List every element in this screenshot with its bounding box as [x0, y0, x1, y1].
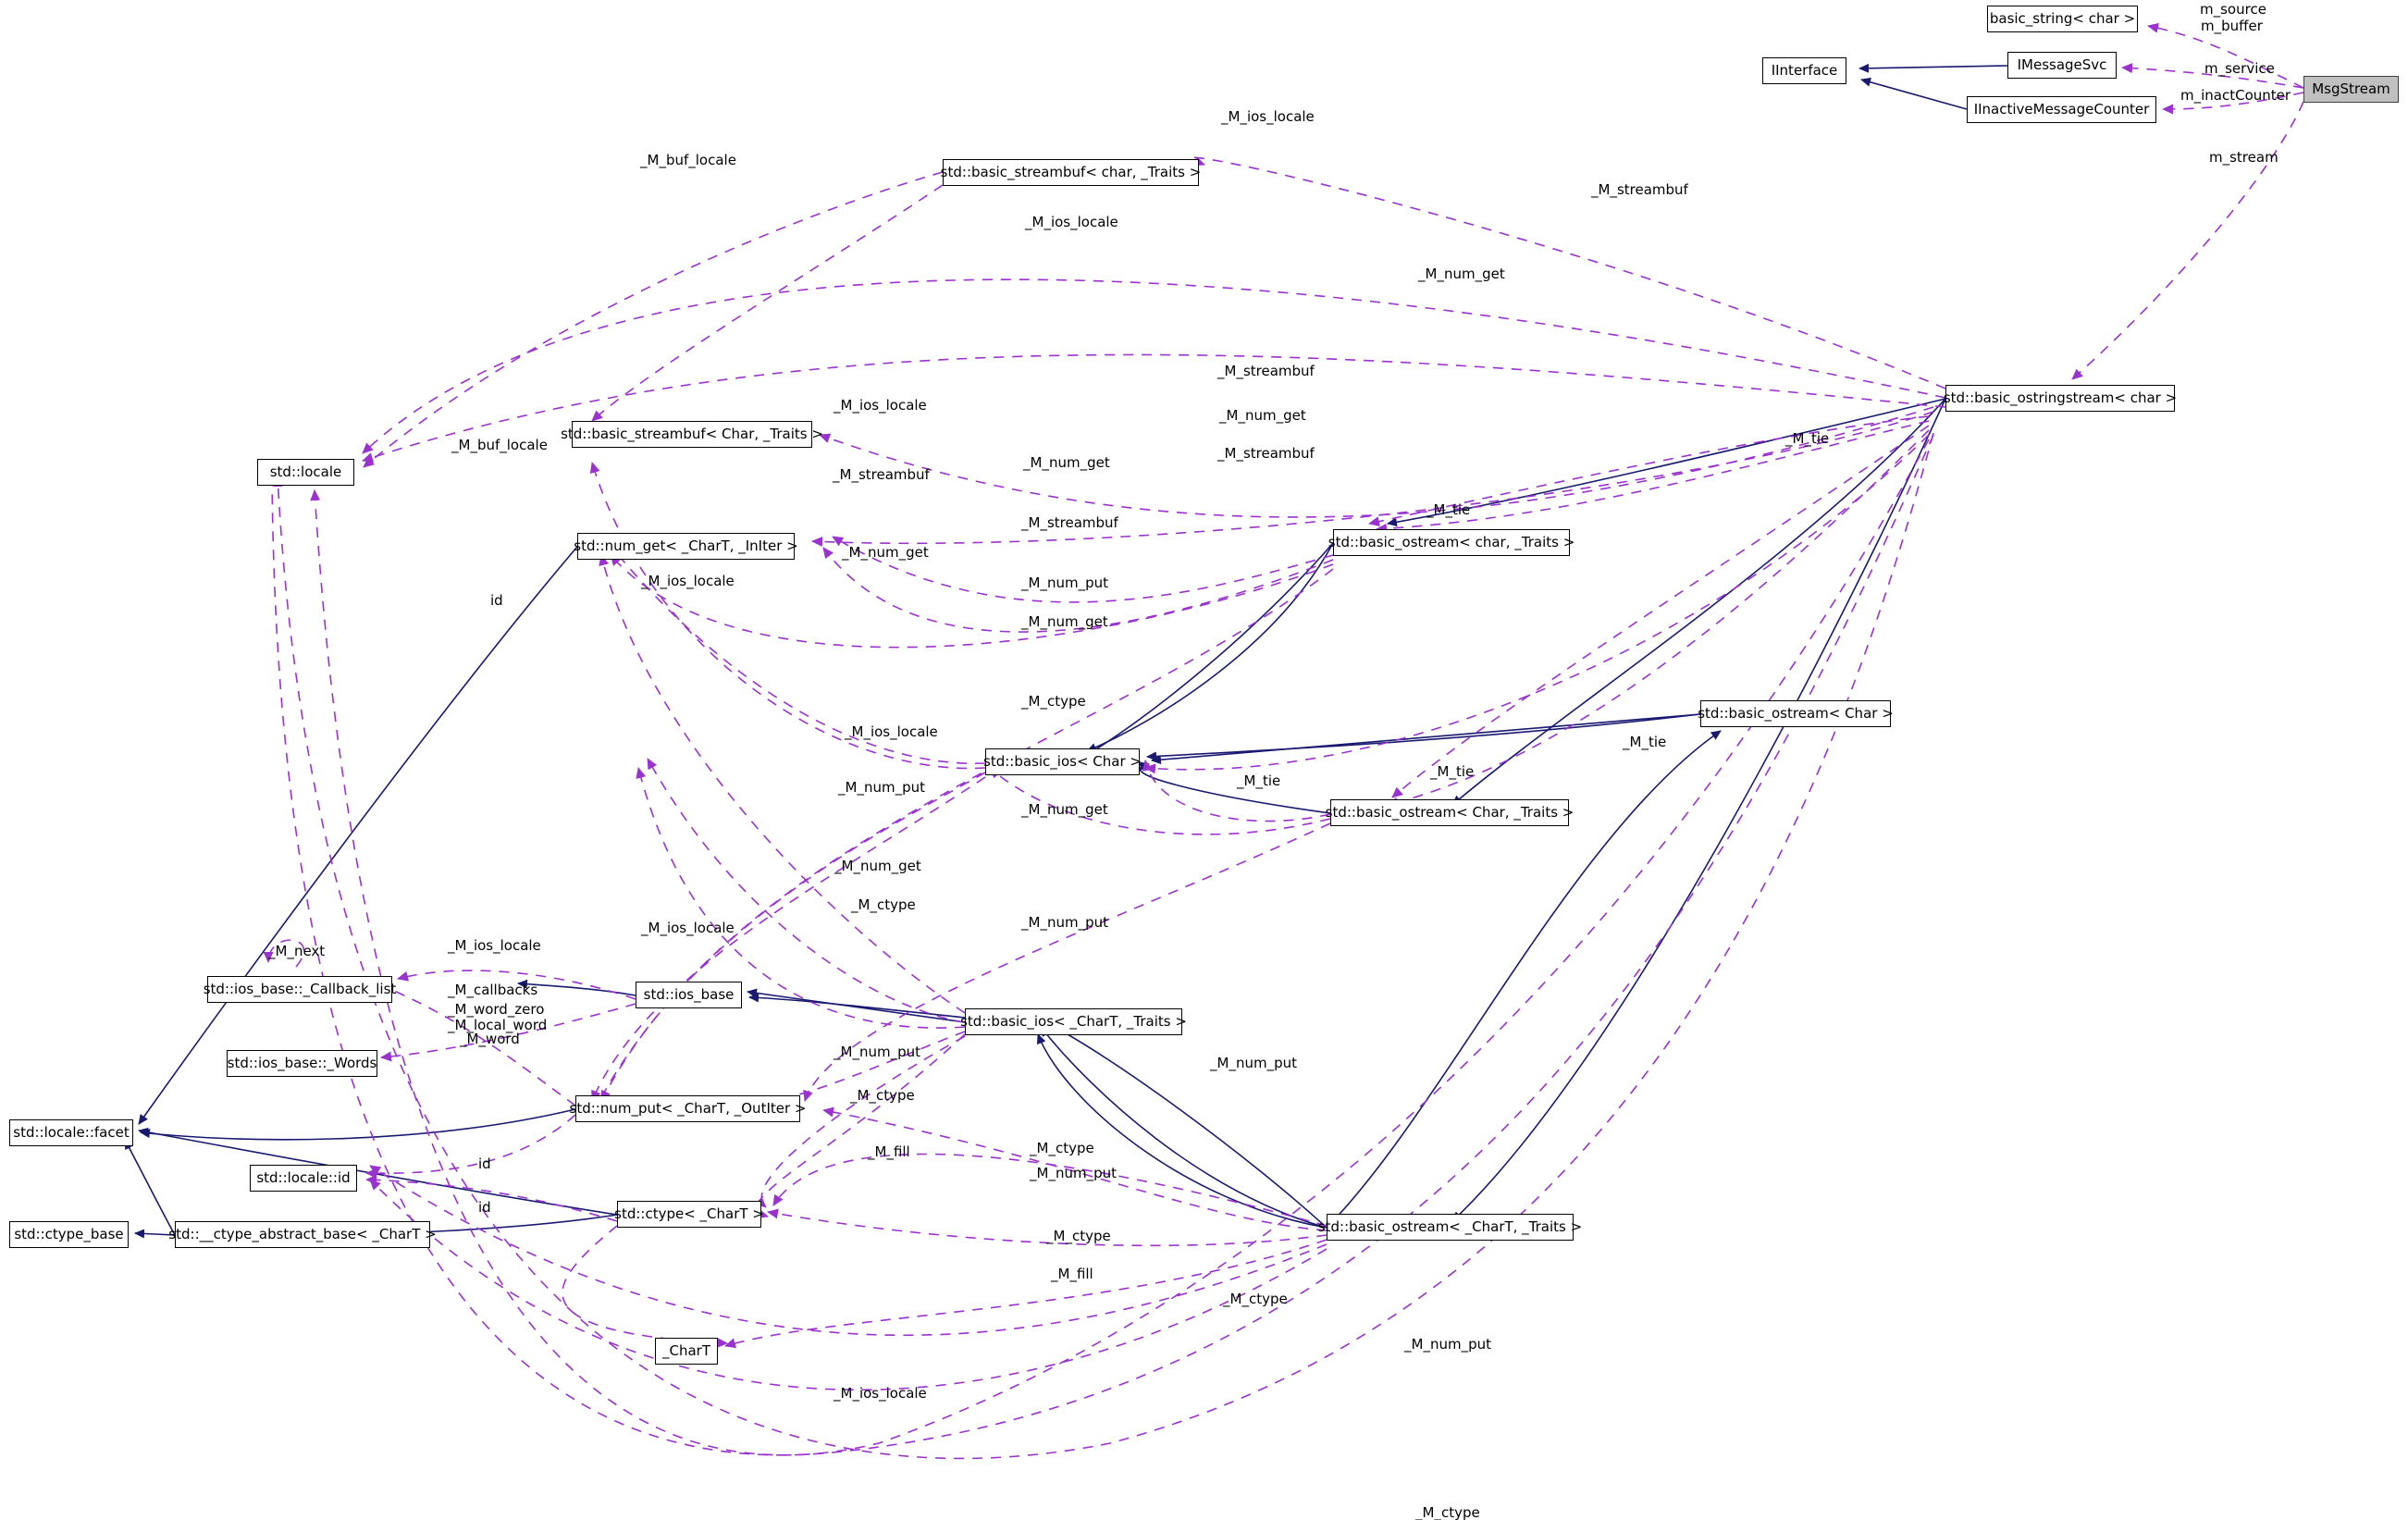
- node-label: std::locale::id: [256, 1169, 351, 1186]
- node-label: std::basic_ostream< _CharT, _Traits >: [1317, 1218, 1583, 1235]
- node-ctype-abstract-base[interactable]: std::__ctype_abstract_base< _CharT >: [168, 1221, 437, 1248]
- node-label: std::basic_streambuf< Char, _Traits >: [561, 426, 823, 442]
- node-label: std::basic_ostream< Char >: [1698, 705, 1894, 722]
- node-label: std::basic_streambuf< char, _Traits >: [940, 164, 1202, 180]
- node-ios-base-words[interactable]: std::ios_base::_Words: [227, 1050, 377, 1077]
- node-basic-ostream-charupper-traits[interactable]: std::basic_ostream< Char, _Traits >: [1326, 799, 1574, 826]
- node-imessagesvc[interactable]: IMessageSvc: [2007, 52, 2117, 79]
- node-locale-facet[interactable]: std::locale::facet: [9, 1119, 133, 1146]
- node-iinterface[interactable]: IInterface: [1762, 57, 1846, 84]
- node-label: std::locale::facet: [13, 1124, 130, 1141]
- node-label: basic_string< char >: [1989, 10, 2136, 27]
- node-label: _CharT: [662, 1342, 711, 1359]
- node-label: std::ctype< _CharT >: [614, 1205, 764, 1222]
- node-ios-base[interactable]: std::ios_base: [636, 982, 742, 1008]
- node-chart[interactable]: _CharT: [655, 1338, 718, 1365]
- node-basic-ostream-char-traits[interactable]: std::basic_ostream< char, _Traits >: [1328, 529, 1574, 556]
- node-ios-base-callback-list[interactable]: std::ios_base::_Callback_list: [204, 976, 396, 1003]
- node-label: std::basic_ostream< char, _Traits >: [1327, 534, 1575, 550]
- node-iinactivemessagecounter[interactable]: IInactiveMessageCounter: [1967, 96, 2156, 123]
- node-label: IInterface: [1771, 62, 1838, 79]
- node-label: std::num_get< _CharT, _InIter >: [574, 538, 798, 554]
- node-ctype-chart[interactable]: std::ctype< _CharT >: [614, 1201, 764, 1228]
- node-label: std::ios_base::_Callback_list: [203, 981, 397, 997]
- node-label: std::ios_base: [643, 986, 735, 1003]
- node-basic-streambuf-char-traits[interactable]: std::basic_streambuf< char, _Traits >: [940, 159, 1202, 186]
- node-locale[interactable]: std::locale: [257, 459, 354, 486]
- node-label: MsgStream: [2312, 80, 2390, 97]
- node-msgstream[interactable]: MsgStream: [2303, 76, 2399, 103]
- node-label: std::locale: [269, 463, 342, 480]
- node-basic-streambuf-chart-traits[interactable]: std::basic_streambuf< Char, _Traits >: [561, 421, 823, 448]
- node-basic-ios-chart-traits[interactable]: std::basic_ios< _CharT, _Traits >: [960, 1008, 1187, 1035]
- node-num-put[interactable]: std::num_put< _CharT, _OutIter >: [570, 1095, 806, 1122]
- node-num-get[interactable]: std::num_get< _CharT, _InIter >: [574, 533, 798, 560]
- node-locale-id[interactable]: std::locale::id: [250, 1165, 357, 1192]
- node-basic-ostringstream-char[interactable]: std::basic_ostringstream< char >: [1943, 385, 2178, 412]
- node-label: std::num_put< _CharT, _OutIter >: [569, 1100, 807, 1117]
- node-label: IMessageSvc: [2017, 56, 2107, 73]
- node-label: std::basic_ios< _CharT, _Traits >: [960, 1013, 1187, 1030]
- node-label: IInactiveMessageCounter: [1973, 101, 2150, 117]
- node-basic-ostream-chart-traits[interactable]: std::basic_ostream< _CharT, _Traits >: [1318, 1214, 1582, 1241]
- node-label: std::__ctype_abstract_base< _CharT >: [168, 1226, 437, 1242]
- node-label: std::ctype_base: [14, 1226, 124, 1242]
- node-basic-ios-char-upper[interactable]: std::basic_ios< Char >: [983, 748, 1142, 775]
- node-ctype-base[interactable]: std::ctype_base: [9, 1221, 129, 1248]
- node-label: std::ios_base::_Words: [227, 1055, 377, 1071]
- node-label: std::basic_ostringstream< char >: [1943, 389, 2178, 406]
- node-basic-string-char[interactable]: basic_string< char >: [1987, 6, 2138, 32]
- node-basic-ostream-char-upper[interactable]: std::basic_ostream< Char >: [1698, 700, 1894, 727]
- node-label: std::basic_ostream< Char, _Traits >: [1325, 804, 1574, 821]
- node-label: std::basic_ios< Char >: [983, 753, 1142, 770]
